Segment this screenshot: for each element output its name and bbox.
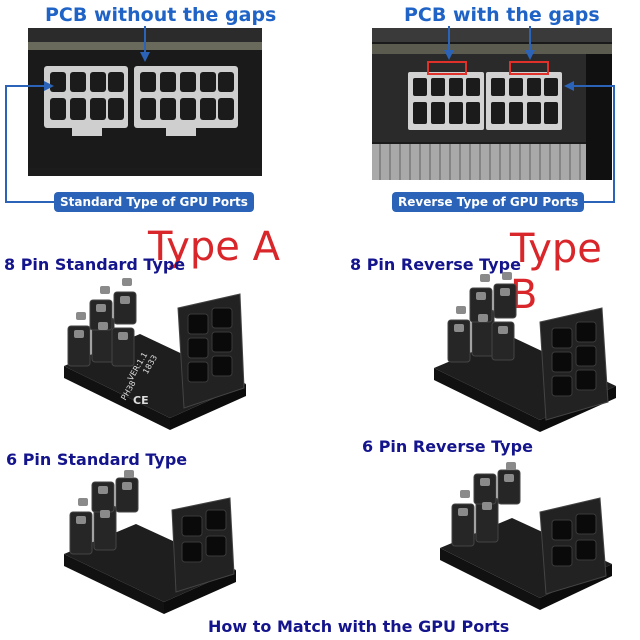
label-standard-gpu-ports: Standard Type of GPU Ports [54,192,254,212]
label-reverse-gpu-ports: Reverse Type of GPU Ports [392,192,585,212]
arrow-down-icon [444,26,454,60]
adapter-8pin-standard-image [64,278,246,430]
heading-with-gaps: PCB with the gaps [404,4,600,26]
label-6pin-standard: 6 Pin Standard Type [6,450,188,469]
label-6pin-reverse: 6 Pin Reverse Type [362,437,533,456]
pcb-with-gaps-photo [372,28,612,180]
label-8pin-standard: 8 Pin Standard Type [4,255,186,274]
bracket-connector-right [564,81,615,203]
heading-without-gaps: PCB without the gaps [45,4,277,26]
adapter-6pin-standard-image [64,470,236,614]
adapter-8pin-reverse-image [434,272,616,432]
arrow-down-icon [140,26,150,62]
label-8pin-reverse: 8 Pin Reverse Type [350,255,521,274]
ce-mark: CE [133,394,149,407]
adapter-6pin-reverse-image [440,462,612,610]
arrow-down-icon [525,26,535,60]
bracket-connector-left [5,81,56,203]
type-a-label: Type A [148,224,280,270]
footer-caption: How to Match with the GPU Ports [208,617,510,636]
